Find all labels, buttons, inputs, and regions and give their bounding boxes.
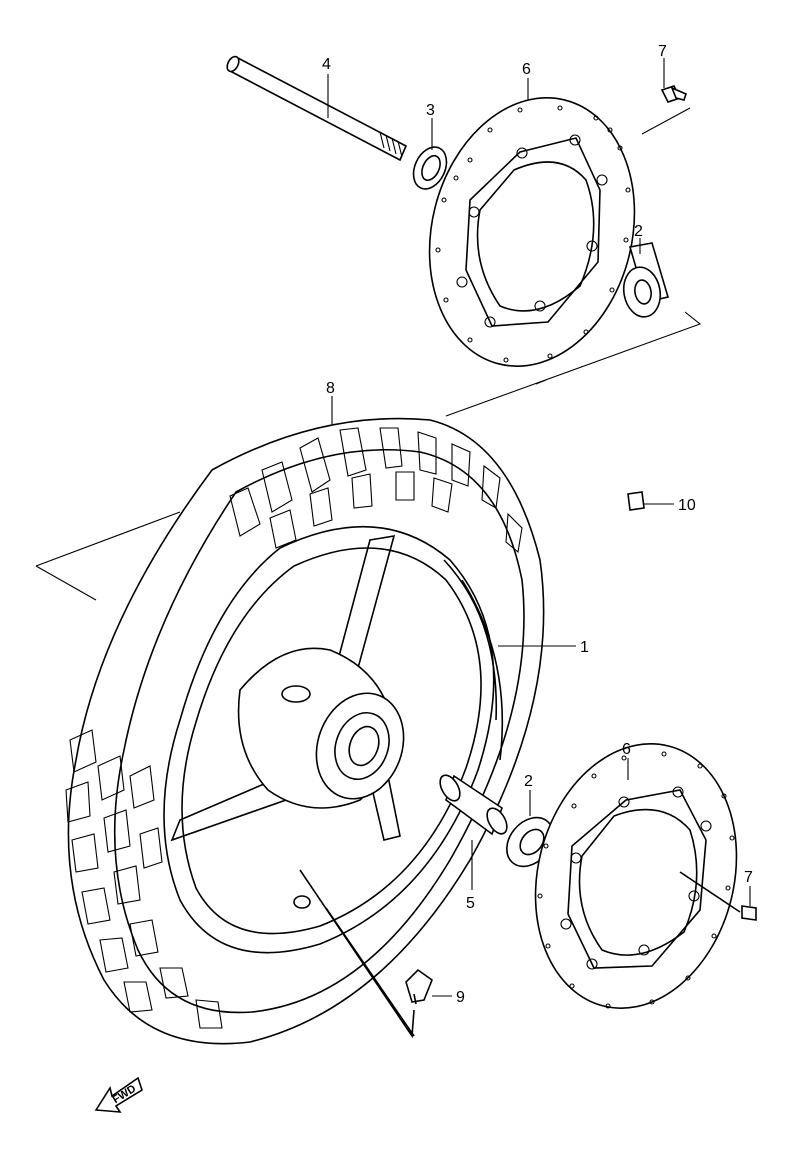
- callout-spacer: 5: [466, 895, 475, 912]
- callout-seal: 3: [426, 102, 435, 119]
- callout-bearing-top: 2: [634, 223, 643, 240]
- wheel-bearing-top: [622, 242, 670, 318]
- callout-disc-bottom: 6: [622, 741, 631, 758]
- callout-disc-top: 6: [522, 61, 531, 78]
- wheel-spacer: [439, 774, 508, 836]
- callout-wheel: 1: [580, 639, 589, 656]
- fwd-arrow-icon: FWD: [94, 1076, 143, 1113]
- brake-disc-bottom: [534, 743, 738, 1009]
- disc-top-drill-pattern: [435, 105, 631, 363]
- callout-balance-weight: 10: [678, 497, 696, 514]
- callout-tire: 8: [326, 380, 335, 397]
- callout-axle: 4: [322, 56, 331, 73]
- disc-bolt-bottom: [679, 871, 757, 921]
- balance-weight: [627, 491, 645, 511]
- assembly-axis-lines: [35, 107, 702, 601]
- callout-bolt-top: 7: [658, 43, 667, 60]
- tire-valve: [299, 869, 433, 1039]
- axle-shaft: [226, 55, 408, 162]
- brake-disc-top: [428, 97, 636, 367]
- callout-valve: 9: [456, 989, 465, 1006]
- callout-bolt-bottom: 7: [744, 869, 753, 886]
- callout-labels: 4 3 6 7 2 8 1 10 2 5 6 7 9: [322, 43, 753, 1006]
- wheel-spokes: [170, 535, 401, 842]
- disc-top-holes: [456, 134, 608, 328]
- tire-tread-pattern: [65, 427, 523, 1029]
- callout-bearing-bottom: 2: [524, 773, 533, 790]
- oil-seal: [412, 146, 448, 190]
- callout-leaders: [327, 58, 751, 997]
- front-wheel-rim: [163, 525, 504, 954]
- disc-bolt-top: [660, 85, 687, 103]
- wheel-hub: [237, 647, 405, 809]
